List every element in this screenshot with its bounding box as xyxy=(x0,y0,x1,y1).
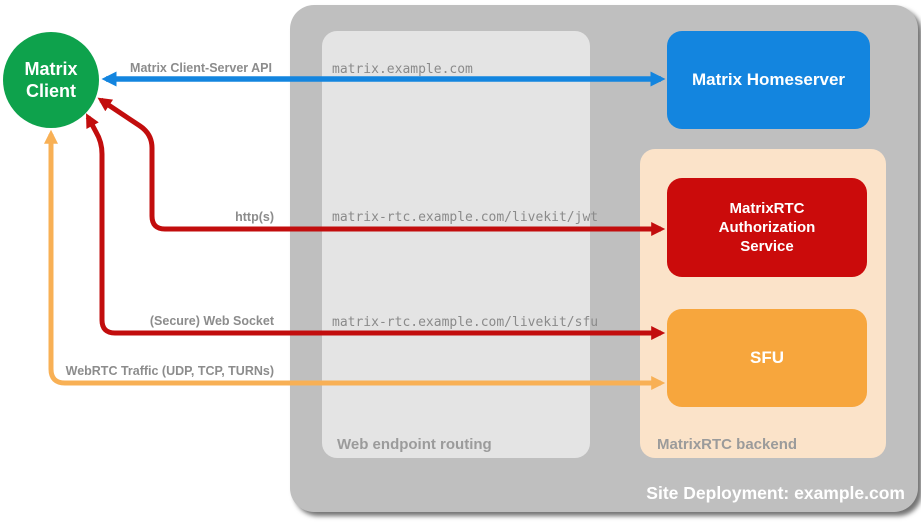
arrow-label-https: http(s) xyxy=(235,210,274,224)
matrixrtc-backend-label: MatrixRTC backend xyxy=(657,436,798,453)
matrix-client-label-line1: Matrix xyxy=(24,59,78,79)
matrixrtc-authorization-service-node: MatrixRTC Authorization Service xyxy=(667,178,867,277)
endpoint-matrix-example-com: matrix.example.com xyxy=(332,62,473,77)
web-endpoint-routing-box xyxy=(322,31,590,458)
sfu-label: SFU xyxy=(750,348,784,367)
arrow-label-websocket: (Secure) Web Socket xyxy=(149,314,274,328)
matrix-homeserver-label: Matrix Homeserver xyxy=(691,70,846,89)
endpoint-livekit-sfu: matrix-rtc.example.com/livekit/sfu xyxy=(332,315,599,330)
matrixrtc-authorization-service-label: MatrixRTC Authorization Service xyxy=(718,200,816,255)
arrow-label-webrtc-traffic: WebRTC Traffic (UDP, TCP, TURNs) xyxy=(65,364,274,378)
web-endpoint-routing-label: Web endpoint routing xyxy=(337,436,492,453)
arrow-label-client-server-api: Matrix Client-Server API xyxy=(130,61,272,75)
site-deployment-label: Site Deployment: example.com xyxy=(646,483,905,503)
matrix-client-node: Matrix Client xyxy=(3,32,99,128)
sfu-node: SFU xyxy=(667,309,867,407)
matrix-homeserver-node: Matrix Homeserver xyxy=(667,31,870,129)
endpoint-livekit-jwt: matrix-rtc.example.com/livekit/jwt xyxy=(332,210,599,225)
matrix-client-label-line2: Client xyxy=(25,81,76,101)
